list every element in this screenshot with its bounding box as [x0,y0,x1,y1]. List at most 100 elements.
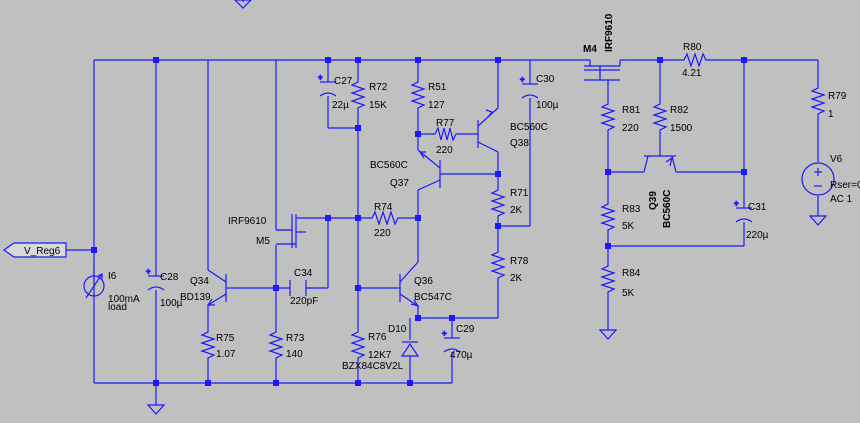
mosfet-m4 [570,59,628,81]
ground-symbols [146,0,828,415]
resistor-r83 [600,200,616,234]
label-bc560c-b: BC560C [370,160,408,171]
label-bd139: BD139 [180,292,211,303]
label-bzx84c8v2l: BZX84C8V2L [342,361,404,372]
label-c28: C28 [160,272,179,283]
label-r71-value: 2K [510,205,523,216]
label-r76-value: 12K7 [368,350,392,361]
label-r82-value: 1500 [670,123,693,134]
resistors [200,52,826,362]
label-c30-value: 100µ [536,100,559,111]
label-bc560c-c: BC560C [662,190,673,228]
label-r79-value: 1 [828,109,834,120]
label-v6-value: AC 1 [830,194,853,205]
transistor-q37 [417,149,441,191]
resistor-r80 [680,52,708,68]
label-irf9610-top: IRF9610 [604,13,615,52]
label-v6: V6 [830,154,843,165]
top-arrow-icon [234,0,252,9]
label-r73-value: 140 [286,349,303,360]
ground-icon [146,404,166,415]
label-r83-value: 5K [622,221,635,232]
label-r81-value: 220 [622,123,639,134]
resistor-r72 [350,78,366,112]
label-q37: Q37 [390,178,409,189]
label-m5: M5 [256,236,270,247]
label-r77-value: 220 [436,145,453,156]
label-c27-value: 22µ [332,100,349,111]
label-r77: R77 [436,118,455,129]
resistor-r73 [268,328,284,362]
label-c30: C30 [536,74,555,85]
resistor-r76 [350,328,366,362]
label-r81: R81 [622,105,641,116]
voltage-source-v6 [801,162,835,196]
resistor-r79 [810,84,826,118]
label-r72-value: 15K [369,100,387,111]
label-c34-value: 220pF [290,296,318,307]
label-c28-value: 100µ [160,298,183,309]
wires [66,0,819,405]
label-r51-value: 127 [428,100,445,111]
resistor-r81 [600,100,616,134]
resistor-r74 [368,210,402,226]
ground-icon [808,215,828,226]
label-r79: R79 [828,91,847,102]
label-c27: C27 [334,76,353,87]
component-labels: M4 IRF9610 R80 4.21 C27 22µ R72 15K R51 … [108,13,860,372]
resistor-r78 [490,248,506,282]
capacitor-c34 [289,280,307,296]
svg-text:+: + [146,267,151,276]
transistors [206,107,677,308]
diode-d10 [400,341,420,358]
label-r73: R73 [286,333,305,344]
capacitor-c28: + [145,266,165,291]
label-q34: Q34 [190,276,209,287]
resistor-r71 [490,186,506,220]
label-r76: R76 [368,332,387,343]
capacitor-c27: + [317,72,337,97]
net-label-flag[interactable]: V_Reg6 [2,242,67,258]
label-c34: C34 [294,268,313,279]
capacitor-c30: + [519,74,539,99]
resistor-r75 [200,328,216,362]
label-irf9610-mid: IRF9610 [228,216,267,227]
label-r82: R82 [670,105,689,116]
resistor-r77 [432,126,460,142]
label-r83: R83 [622,204,641,215]
label-bc547c: BC547C [414,292,452,303]
label-r84-value: 5K [622,288,635,299]
label-q38: Q38 [510,138,529,149]
label-r74: R74 [374,202,393,213]
label-c29: C29 [456,324,475,335]
junctions [91,57,747,386]
capacitor-c29: + [441,328,461,353]
label-bc560c-a: BC560C [510,122,548,133]
label-v6-rser: Rser=0 [830,180,860,191]
resistor-r82 [652,100,668,134]
label-q36: Q36 [414,276,433,287]
label-c31-value: 220µ [746,230,769,241]
mosfets [276,59,628,248]
current-source-i6 [83,270,105,299]
transistor-q38 [477,107,499,153]
label-r71: R71 [510,188,529,199]
label-d10: D10 [388,324,407,335]
label-i6-type: load [108,302,127,313]
transistor-q34 [206,269,232,306]
label-r75: R75 [216,333,235,344]
svg-text:+: + [520,75,525,84]
label-r72: R72 [369,82,388,93]
capacitor-c31: + [733,198,753,223]
label-r80: R80 [683,42,702,53]
label-r80-value: 4.21 [682,68,702,79]
label-q39: Q39 [648,191,659,210]
transistor-q39 [643,148,677,173]
label-i6-value: 100mA [108,294,140,305]
label-r78-value: 2K [510,273,523,284]
ground-icon [598,329,618,340]
net-label-text: V_Reg6 [24,246,61,257]
svg-text:+: + [442,329,447,338]
label-m4: M4 [583,44,597,55]
